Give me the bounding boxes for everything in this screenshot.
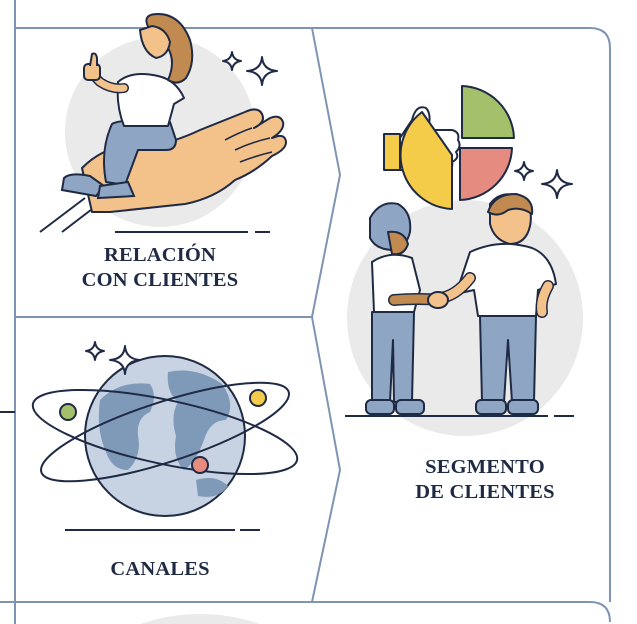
canales-label: CANALES <box>20 557 300 582</box>
continent-americas <box>98 383 154 470</box>
right-rounded-border <box>15 27 611 602</box>
pie-chart-icon <box>399 85 515 210</box>
segmento-line2: DE CLIENTES <box>415 481 555 503</box>
sparkle-small-icon <box>85 341 105 361</box>
bottom-border <box>0 601 611 623</box>
handshake-icon <box>427 291 449 309</box>
satellite-green <box>59 403 77 421</box>
satellite-coral <box>191 456 209 474</box>
man-figure <box>434 193 557 415</box>
chevron-lower <box>311 316 342 603</box>
sparkle-small-icon <box>222 51 242 71</box>
sparkle-icon <box>246 56 278 86</box>
chevron-upper <box>311 27 342 318</box>
segmento-de-clientes-label: SEGMENTO DE CLIENTES <box>345 455 625 505</box>
sparkle-icon <box>541 169 573 199</box>
relacion-line1: RELACIÓN <box>103 244 217 266</box>
canales-illustration <box>31 341 299 531</box>
segmento-illustration <box>345 85 583 436</box>
relacion-con-clientes-label: RELACIÓN CON CLIENTES <box>20 243 300 293</box>
orbit-ring-a <box>31 388 299 476</box>
sparkle-small-icon <box>514 161 534 181</box>
canales-title: CANALES <box>110 558 210 580</box>
relacion-illustration <box>39 13 287 233</box>
satellite-yellow <box>249 389 267 407</box>
next-block-circle-peek <box>140 614 260 624</box>
orbit-ring-b <box>40 381 290 483</box>
segmento-line1: SEGMENTO <box>425 456 545 478</box>
sparkle-icon <box>109 345 141 375</box>
thumbs-up-small-icon <box>83 63 101 81</box>
canvas-frame <box>0 0 611 624</box>
person-torso <box>116 73 185 127</box>
relacion-line2: CON CLIENTES <box>81 269 239 291</box>
person-face <box>138 24 172 60</box>
